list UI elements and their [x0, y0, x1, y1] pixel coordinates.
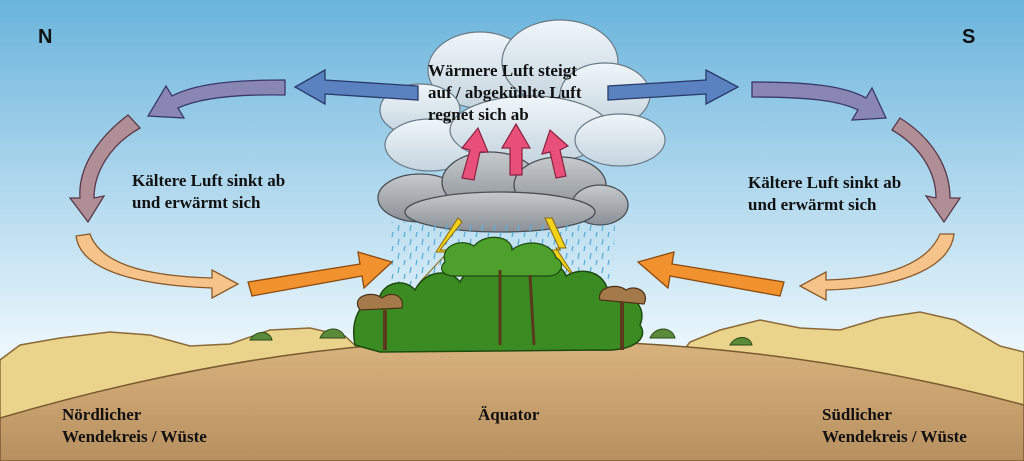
warm-air-rising-label: Wärmere Luft steigt auf / abgekühlte Luf… — [428, 61, 582, 124]
lightning-bolt-left — [419, 217, 463, 283]
air-flow-arrow-lower-right-curve — [798, 233, 955, 302]
cold-air-sinking-label-right: Kältere Luft sinkt ab und erwärmt sich — [748, 173, 902, 214]
air-flow-arrow-top-left — [293, 68, 419, 106]
south-label: S — [962, 26, 976, 48]
air-flow-arrow-right-descending — [891, 117, 962, 224]
air-flow-arrow-upper-left-curve — [146, 79, 286, 119]
rainforest-vegetation — [249, 236, 753, 353]
air-flow-arrow-top-right — [607, 68, 740, 106]
air-flow-arrow-bottom-left — [247, 251, 394, 297]
north-label: N — [38, 26, 53, 48]
rising-air-arrows — [460, 122, 570, 181]
air-flow-arrow-lower-left-curve — [75, 233, 240, 300]
equator-label: Äquator — [478, 405, 540, 424]
cold-air-sinking-label-left: Kältere Luft sinkt ab und erwärmt sich — [132, 171, 286, 212]
lightning-bolt-right — [544, 217, 579, 283]
air-flow-arrow-bottom-right — [636, 251, 785, 297]
cumulus-cloud — [379, 19, 666, 172]
air-flow-arrow-upper-right-curve — [751, 81, 887, 121]
air-flow-arrow-left-descending — [68, 114, 142, 224]
south-tropic-desert-label: Südlicher Wendekreis / Wüste — [822, 405, 967, 446]
north-tropic-desert-label: Nördlicher Wendekreis / Wüste — [62, 405, 207, 446]
